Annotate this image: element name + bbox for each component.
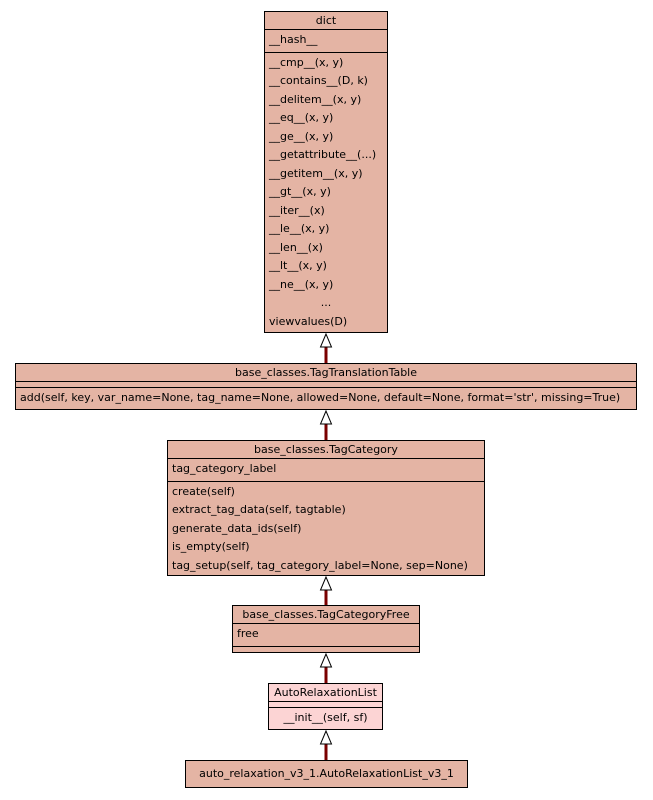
method: __contains__(D, k) <box>269 74 368 87</box>
method: __le__(x, y) <box>269 222 330 235</box>
method: __eq__(x, y) <box>269 111 334 124</box>
class-name: base_classes.TagTranslationTable <box>234 366 418 379</box>
class-name: base_classes.TagCategoryFree <box>242 608 410 621</box>
method: __iter__(x) <box>269 203 325 217</box>
method: viewvalues(D) <box>269 314 348 328</box>
method: add(self, key, var_name=None, tag_name=N… <box>20 391 621 404</box>
method: extract_tag_data(self, tagtable) <box>172 503 346 516</box>
method: __cmp__(x, y) <box>269 55 344 69</box>
inheritance-arrow-tagtranslationtable-to-dict <box>319 332 333 363</box>
method: __ge__(x, y) <box>269 129 334 143</box>
method: __delitem__(x, y) <box>269 92 362 106</box>
attribute: free <box>237 627 259 640</box>
methods-section: add(self, key, var_name=None, tag_name=N… <box>16 387 636 410</box>
method: is_empty(self) <box>172 540 250 553</box>
inheritance-arrow-v3-1-to-autorelaxationlist <box>319 729 333 760</box>
method: __lt__(x, y) <box>269 259 327 272</box>
method: __len__(x) <box>269 240 323 254</box>
attribute: tag_category_label <box>172 462 277 475</box>
class-auto-relaxation-list[interactable]: AutoRelaxationList __init__(self, sf) <box>268 683 383 730</box>
attributes-section <box>16 381 636 387</box>
method: generate_data_ids(self) <box>172 521 302 535</box>
ellipsis: ... <box>320 296 332 309</box>
class-name: dict <box>315 14 337 27</box>
method: __ne__(x, y) <box>269 277 334 291</box>
method: tag_setup(self, tag_category_label=None,… <box>172 558 468 572</box>
class-tag-translation-table[interactable]: base_classes.TagTranslationTable add(sel… <box>15 363 637 410</box>
method: __getitem__(x, y) <box>269 166 363 180</box>
method: __init__(self, sf) <box>283 711 368 724</box>
method: create(self) <box>172 484 235 498</box>
class-auto-relaxation-list-v3-1[interactable]: auto_relaxation_v3_1.AutoRelaxationList_… <box>185 760 468 788</box>
methods-section <box>233 645 419 652</box>
inheritance-arrow-tagcategoryfree-to-tagcategory <box>319 575 333 605</box>
class-name: base_classes.TagCategory <box>254 443 398 456</box>
methods-section: __cmp__(x, y) __contains__(D, k) __delit… <box>265 51 387 334</box>
attributes-section: __hash__ <box>265 29 387 52</box>
attributes-section <box>269 701 382 707</box>
attribute: __hash__ <box>269 33 318 46</box>
method: __gt__(x, y) <box>269 185 331 198</box>
inheritance-arrow-autorelaxationlist-to-tagcategoryfree <box>319 652 333 683</box>
methods-section: create(self) extract_tag_data(self, tagt… <box>168 480 484 578</box>
attributes-section: free <box>233 623 419 646</box>
class-tag-category-free[interactable]: base_classes.TagCategoryFree free <box>232 605 420 653</box>
class-dict[interactable]: dict __hash__ __cmp__(x, y) __contains__… <box>264 11 388 333</box>
methods-section: __init__(self, sf) <box>269 707 382 730</box>
class-name: auto_relaxation_v3_1.AutoRelaxationList_… <box>199 767 454 780</box>
method: __getattribute__(...) <box>269 148 377 161</box>
inheritance-arrow-tagcategory-to-tagtranslationtable <box>319 409 333 440</box>
attributes-section: tag_category_label <box>168 458 484 481</box>
class-tag-category[interactable]: base_classes.TagCategory tag_category_la… <box>167 440 485 576</box>
class-name: AutoRelaxationList <box>274 686 377 699</box>
